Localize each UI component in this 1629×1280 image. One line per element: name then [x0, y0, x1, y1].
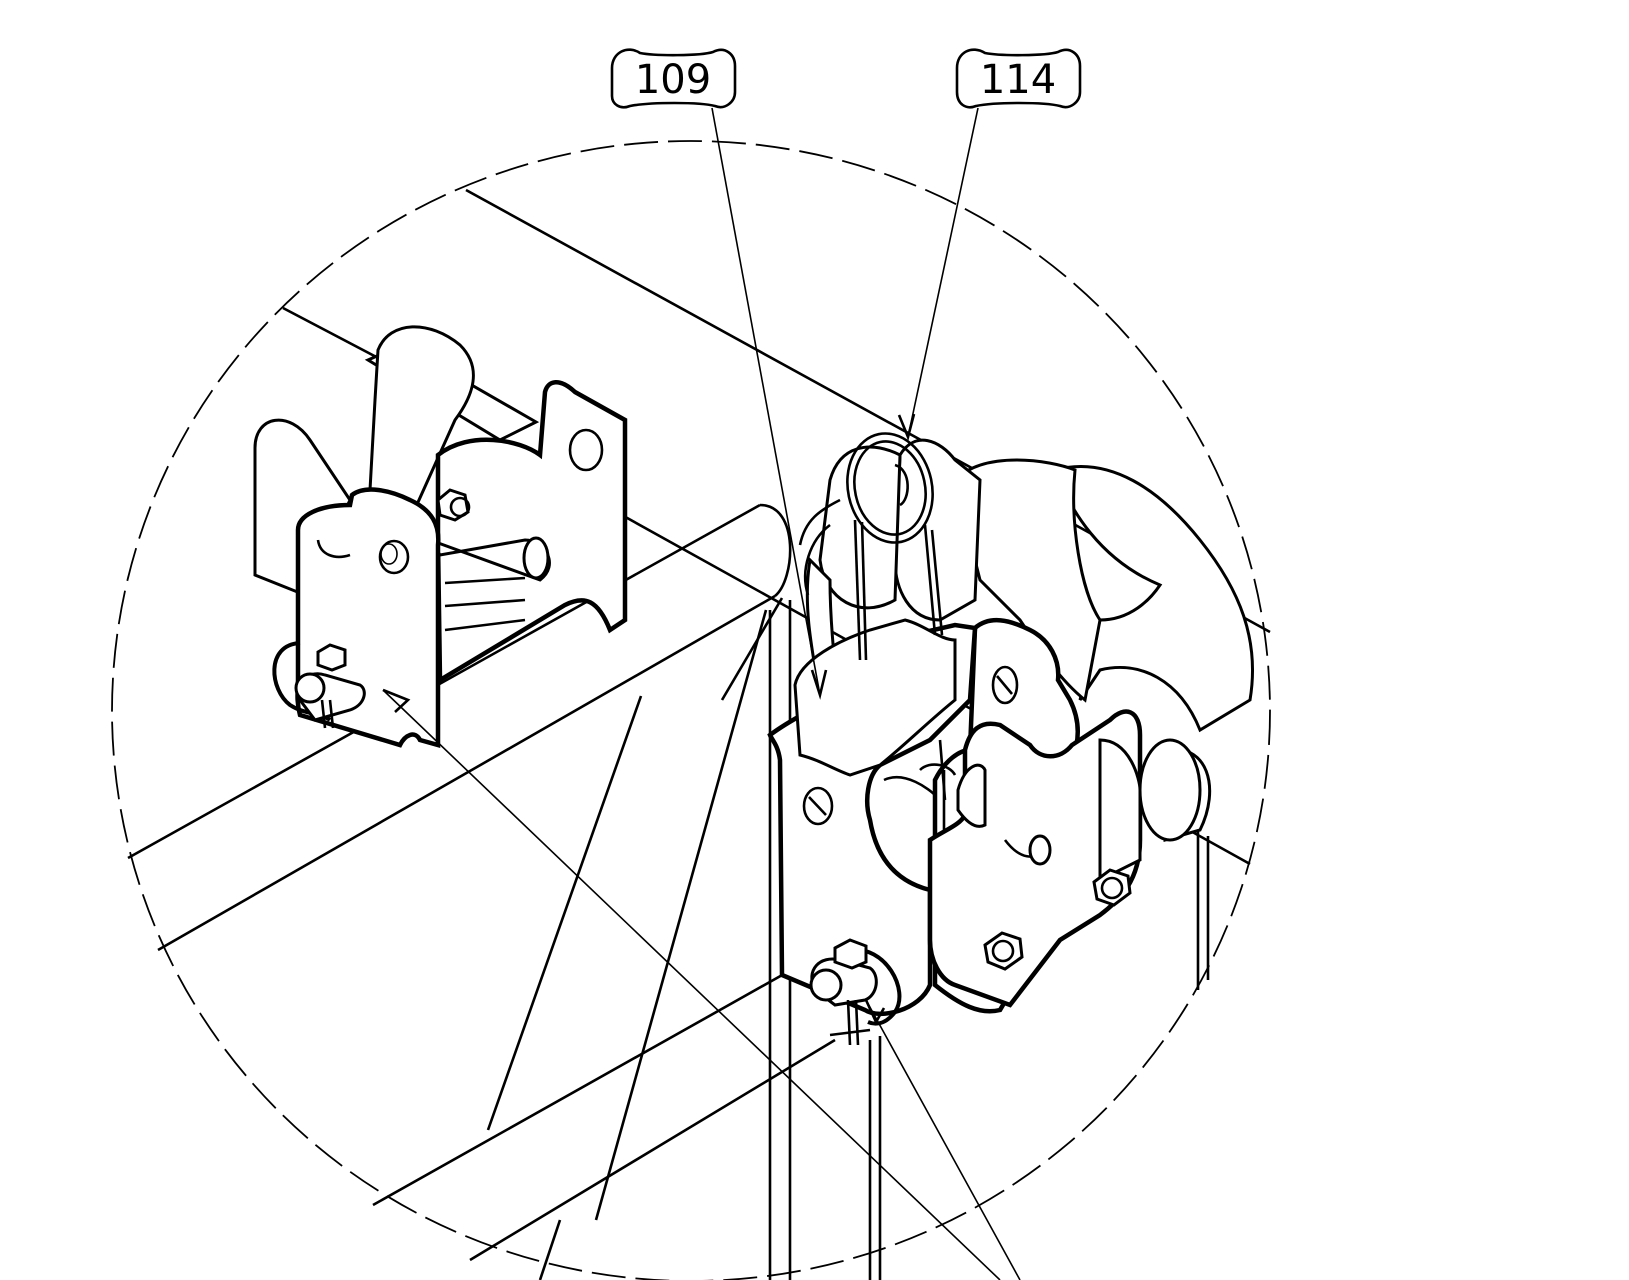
right-coupler-assembly: [767, 432, 1254, 1046]
bolt-head-icon: [1092, 868, 1132, 907]
left-coupler-assembly: [253, 325, 628, 748]
callout-109: 109: [610, 48, 737, 109]
callout-label: 109: [635, 57, 711, 103]
callout-label: 114: [980, 57, 1056, 103]
bolt-head-icon: [983, 931, 1024, 971]
ring-pin-icon: [798, 432, 957, 801]
detail-view-circle: [111, 140, 1271, 1280]
pin-icon: [956, 763, 1052, 866]
nut-icon: [436, 488, 471, 522]
leader-lines: [382, 107, 1021, 1280]
lynch-pin-icon: [272, 641, 366, 729]
callout-114: 114: [955, 48, 1082, 109]
